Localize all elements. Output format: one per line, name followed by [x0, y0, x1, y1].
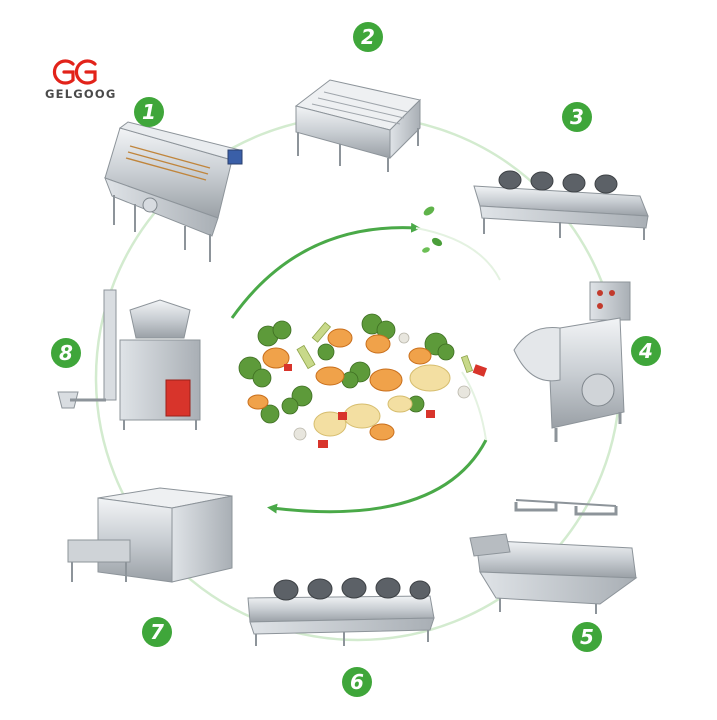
step-badge-2: 2: [353, 22, 383, 52]
inner-arrow-top-faint: [416, 228, 500, 280]
step-badge-7: 7: [142, 617, 172, 647]
inner-arrow-bottom-faint: [462, 372, 486, 440]
brand-name: GELGOOG: [45, 87, 116, 101]
cutting-machine-image: [514, 282, 630, 442]
step-badge-1: 1: [134, 97, 164, 127]
tunnel-freezer-image: [68, 488, 232, 582]
washing-machine-image: [105, 122, 242, 262]
step-badge-4: 4: [631, 336, 661, 366]
packing-machine-image: [58, 290, 200, 430]
inner-arrow-top: [232, 228, 416, 318]
mixed-vegetables-image: [239, 314, 487, 448]
step-badge-6: 6: [342, 667, 372, 697]
step-badge-5: 5: [572, 622, 602, 652]
step-badge-8: 8: [51, 338, 81, 368]
gelgoog-logo-icon: [54, 61, 95, 83]
peeling-machine-image: [296, 80, 420, 172]
blanching-machine-image: [470, 500, 636, 614]
step-badge-3: 3: [562, 102, 592, 132]
inner-arrow-bottom: [272, 440, 486, 512]
air-drying-machine-image: [474, 171, 648, 240]
